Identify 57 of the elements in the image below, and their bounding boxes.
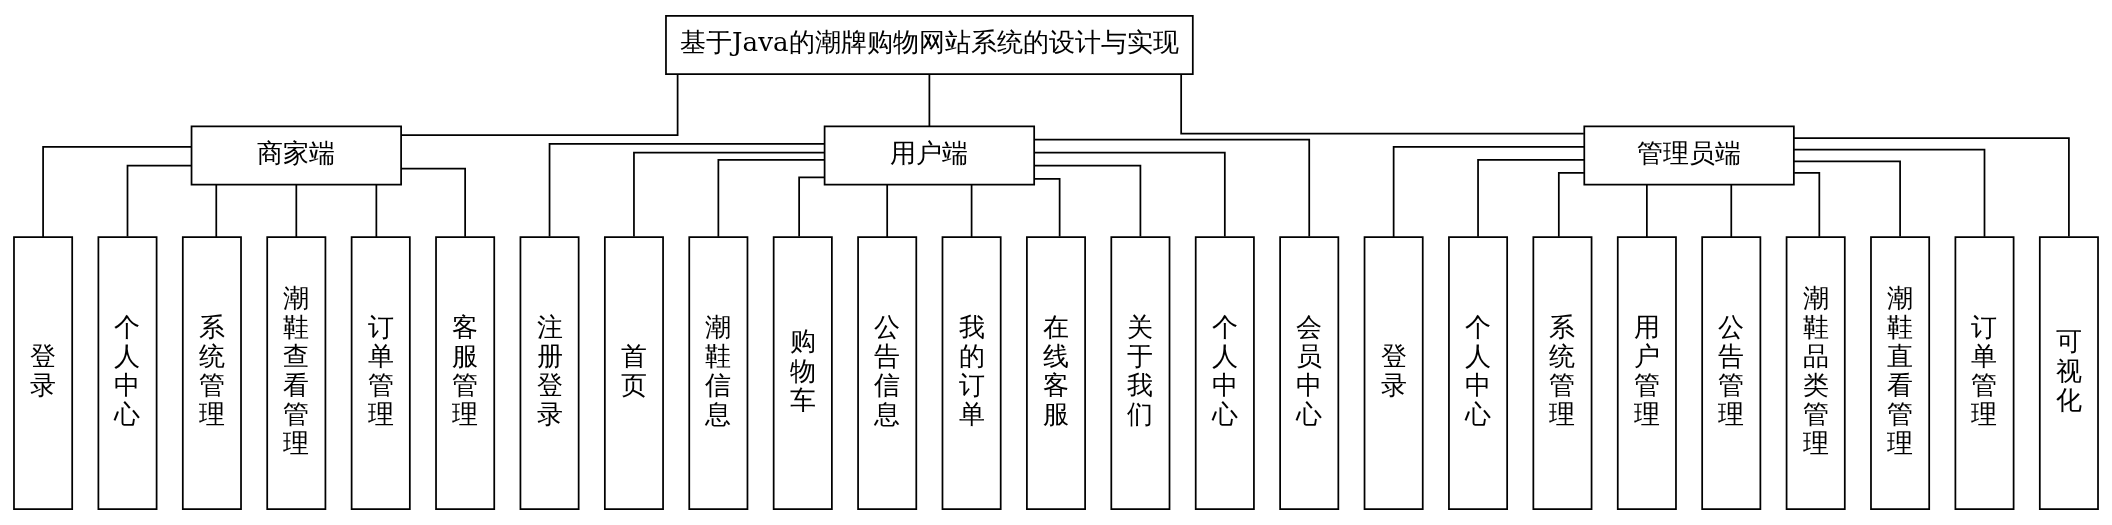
node-box: 购物车	[772, 236, 833, 511]
node-box: 基于Java的潮牌购物网站系统的设计与实现	[665, 14, 1194, 75]
connector	[1392, 145, 1585, 238]
connector	[1793, 137, 2070, 238]
node-box: 公告信息	[857, 236, 918, 511]
node-box: 用户管理	[1616, 236, 1677, 511]
connector	[1557, 172, 1585, 238]
node-box: 我的订单	[941, 236, 1002, 511]
node-box: 可视化	[2038, 236, 2099, 511]
node-box: 管理员端	[1583, 125, 1795, 186]
node-box: 关于我们	[1110, 236, 1171, 511]
node-box: 潮鞋查看管理	[266, 236, 327, 511]
connector	[717, 159, 826, 238]
connector	[1646, 184, 1648, 238]
connector	[1477, 159, 1586, 238]
connector	[1793, 160, 1901, 238]
connector	[400, 167, 466, 238]
node-box: 订单管理	[1954, 236, 2015, 511]
connector	[1033, 177, 1061, 238]
node-box: 商家端	[190, 125, 402, 186]
connector	[375, 184, 378, 238]
connector	[798, 176, 826, 238]
connector	[1033, 138, 1311, 238]
node-box: 个人中心	[97, 236, 158, 511]
connector	[126, 164, 193, 238]
node-box: 会员中心	[1279, 236, 1340, 511]
node-box: 用户端	[823, 125, 1036, 186]
connector	[42, 145, 193, 238]
connector	[886, 184, 889, 238]
node-box: 在线客服	[1026, 236, 1086, 511]
node-box: 注册登录	[519, 236, 580, 511]
node-box: 客服管理	[435, 236, 496, 511]
connector	[215, 184, 218, 238]
node-box: 系统管理	[181, 236, 242, 511]
node-box: 系统管理	[1532, 236, 1593, 511]
connector	[928, 73, 931, 128]
node-box: 公告管理	[1701, 236, 1762, 511]
node-box: 个人中心	[1448, 236, 1509, 511]
connector	[1033, 164, 1142, 238]
connector	[1793, 148, 1986, 238]
connector	[400, 73, 679, 137]
connector	[1033, 151, 1226, 238]
node-box: 首页	[603, 236, 664, 511]
node-box: 个人中心	[1194, 236, 1255, 511]
node-box: 登录	[1363, 236, 1424, 511]
connector	[1793, 172, 1821, 238]
node-box: 潮鞋直看管理	[1870, 236, 1931, 511]
connector	[970, 184, 973, 238]
connector	[633, 151, 826, 238]
node-box: 潮鞋品类管理	[1785, 236, 1846, 511]
node-box: 登录	[13, 236, 74, 511]
node-box: 订单管理	[350, 236, 411, 511]
node-box: 潮鞋信息	[688, 236, 749, 511]
connector	[1730, 184, 1733, 238]
connector	[548, 143, 826, 238]
connector	[1180, 73, 1585, 135]
connector	[295, 184, 298, 238]
